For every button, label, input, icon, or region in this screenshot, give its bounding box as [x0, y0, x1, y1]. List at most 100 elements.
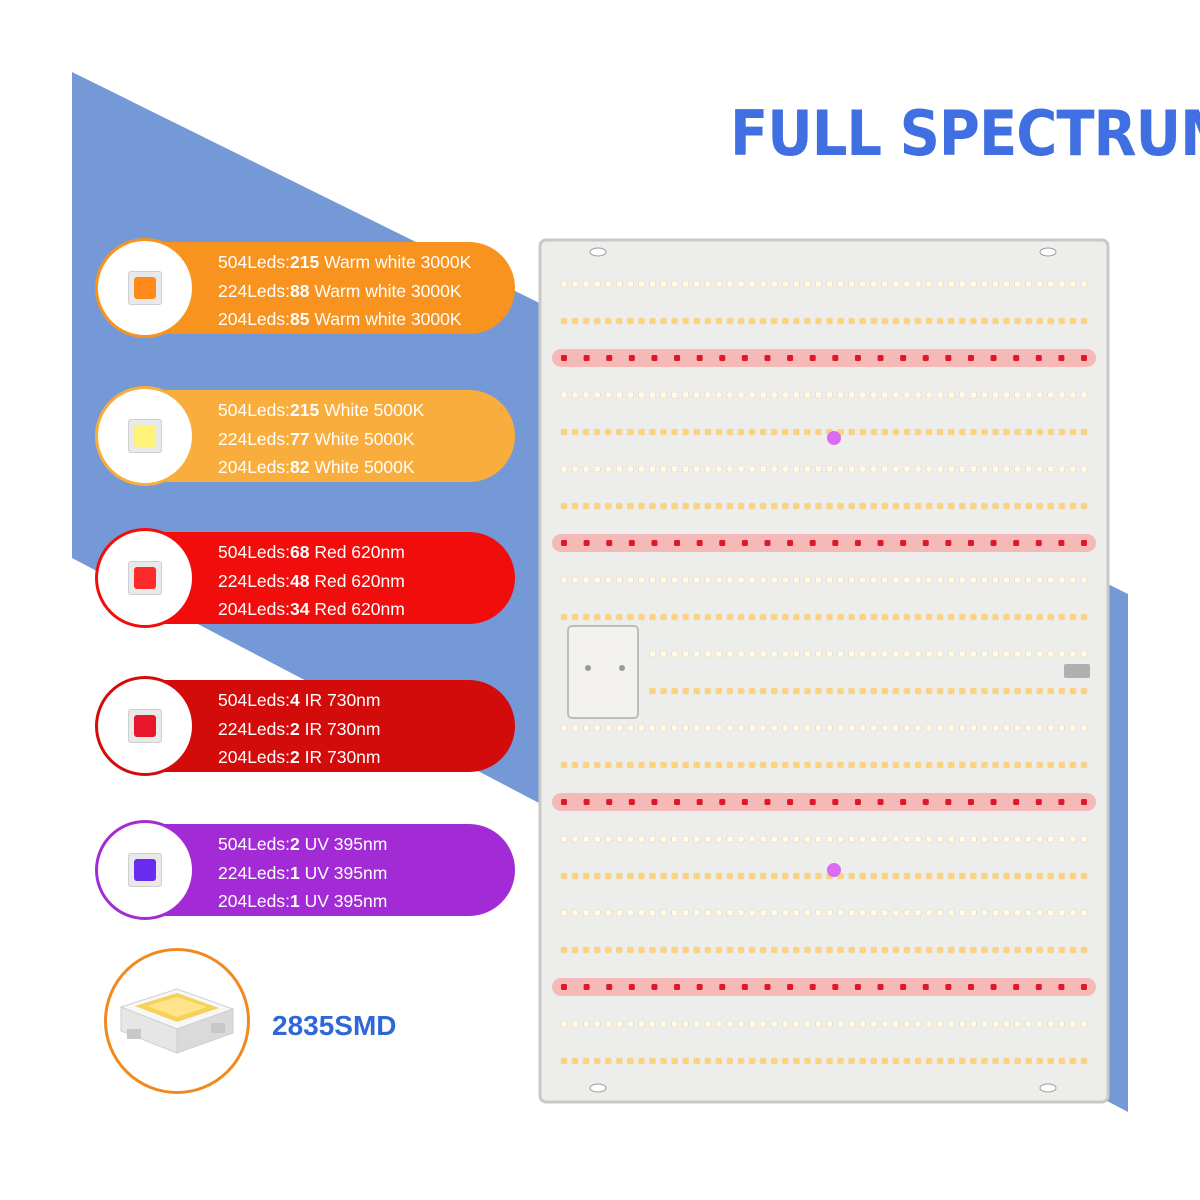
- led: [571, 317, 579, 325]
- led: [892, 428, 900, 436]
- led: [981, 724, 988, 732]
- led: [992, 465, 999, 473]
- led: [560, 280, 568, 288]
- spec-line: 224Leds:1 UV 395nm: [218, 862, 388, 883]
- led: [914, 428, 922, 436]
- led: [759, 1020, 767, 1028]
- led: [627, 391, 634, 399]
- led: [981, 391, 988, 399]
- led: [781, 465, 789, 473]
- led: [787, 984, 794, 990]
- led: [859, 428, 867, 436]
- led: [638, 761, 645, 769]
- led: [571, 872, 579, 880]
- led: [958, 428, 966, 436]
- led: [737, 576, 745, 584]
- connector: [1064, 664, 1090, 678]
- led: [671, 1057, 678, 1065]
- led: [881, 317, 889, 325]
- led: [759, 502, 767, 510]
- led: [947, 909, 955, 917]
- led: [759, 650, 767, 658]
- led: [992, 280, 999, 288]
- led: [892, 835, 900, 843]
- led: [737, 946, 745, 954]
- led: [826, 280, 833, 288]
- led: [571, 391, 579, 399]
- led: [870, 280, 878, 288]
- led: [770, 428, 778, 436]
- led: [1080, 428, 1088, 436]
- page-title: FULL SPECTRUM: [730, 98, 1200, 171]
- led: [682, 1020, 690, 1028]
- led: [900, 540, 907, 546]
- led: [870, 835, 878, 843]
- led: [936, 872, 944, 880]
- led: [815, 502, 822, 510]
- led: [715, 391, 723, 399]
- led: [992, 946, 999, 954]
- led: [892, 391, 900, 399]
- led: [981, 1020, 988, 1028]
- led: [715, 909, 723, 917]
- led: [925, 502, 933, 510]
- led: [903, 1020, 911, 1028]
- led: [793, 687, 800, 695]
- led: [593, 391, 601, 399]
- led: [1003, 650, 1010, 658]
- led: [660, 1057, 667, 1065]
- led: [781, 391, 789, 399]
- led: [848, 1020, 855, 1028]
- spec-row-white: 504Leds:215 White 5000K 224Leds:77 White…: [95, 386, 515, 486]
- spec-line: 204Leds:85 Warm white 3000K: [218, 309, 462, 329]
- led: [660, 761, 667, 769]
- red-led-chip-icon: [128, 561, 162, 595]
- led: [582, 946, 590, 954]
- led: [914, 1057, 922, 1065]
- led: [616, 317, 623, 325]
- led: [682, 280, 690, 288]
- led: [726, 946, 734, 954]
- led: [832, 355, 839, 361]
- led: [704, 280, 712, 288]
- led: [914, 835, 922, 843]
- led: [947, 502, 955, 510]
- led: [715, 946, 723, 954]
- led: [787, 355, 794, 361]
- led: [892, 317, 900, 325]
- led: [809, 355, 816, 361]
- led: [671, 576, 678, 584]
- led: [970, 835, 977, 843]
- led: [1047, 872, 1055, 880]
- led: [715, 502, 723, 510]
- led: [561, 540, 567, 546]
- led: [970, 317, 977, 325]
- led: [1081, 984, 1087, 990]
- led: [593, 317, 601, 325]
- led: [1080, 909, 1088, 917]
- led: [693, 1057, 701, 1065]
- led: [1058, 687, 1066, 695]
- led: [715, 724, 723, 732]
- led: [1036, 502, 1044, 510]
- led: [571, 613, 579, 621]
- led: [704, 1057, 712, 1065]
- led: [903, 502, 911, 510]
- led: [741, 540, 748, 546]
- led: [1047, 835, 1055, 843]
- spec-line: 224Leds:2 IR 730nm: [218, 718, 381, 739]
- led: [1035, 540, 1042, 546]
- led: [627, 761, 634, 769]
- led: [992, 502, 999, 510]
- led: [660, 613, 667, 621]
- led: [627, 280, 634, 288]
- led: [571, 465, 579, 473]
- led: [1080, 872, 1088, 880]
- led: [693, 687, 701, 695]
- led: [781, 872, 789, 880]
- led: [604, 724, 612, 732]
- led: [627, 317, 634, 325]
- led: [1069, 872, 1077, 880]
- led: [704, 502, 712, 510]
- led: [914, 502, 922, 510]
